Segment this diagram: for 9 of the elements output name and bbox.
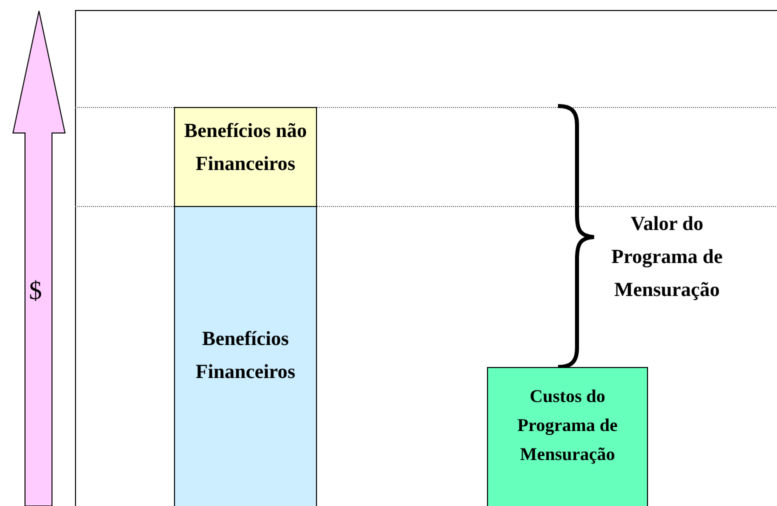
bar-segment <box>487 367 648 506</box>
bracket-label: Valor do Programa de Mensuração <box>610 212 724 303</box>
bar-segment <box>174 107 317 207</box>
box-label: Benefícios Financeiros <box>194 327 296 385</box>
arrow-shape <box>12 10 66 506</box>
axis-label: $ <box>29 276 42 306</box>
box-label: Custos do Programa de Mensuração <box>516 385 619 466</box>
bar-segment <box>174 206 317 506</box>
box-label: Benefícios não Financeiros <box>183 119 308 177</box>
